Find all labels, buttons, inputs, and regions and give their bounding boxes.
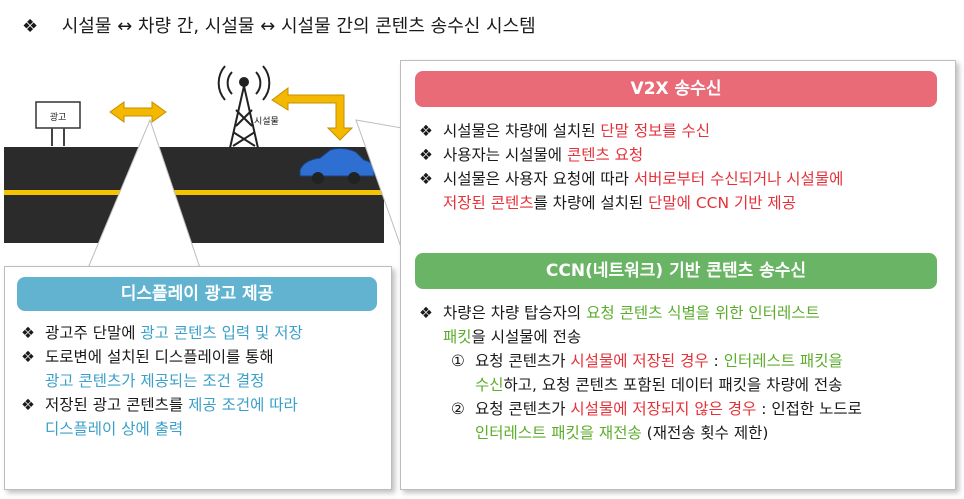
item-text: 시설물에 저장되지 않은 경우 [570, 400, 757, 418]
item-text: 제공 조건에 따라 [188, 396, 298, 414]
item-text: 을 시설물에 전송 [471, 328, 582, 346]
page-title: ❖ 시설물 ↔ 차량 간, 시설물 ↔ 시설물 간의 콘텐츠 송수신 시스템 [22, 12, 536, 38]
display-list: ❖ 광고주 단말에 광고 콘텐츠 입력 및 저장 ❖ 도로변에 설치된 디스플레이를 … [21, 321, 303, 441]
item-text: 요청 콘텐츠가 [475, 352, 571, 370]
item-text: 콘텐츠 요청 [566, 146, 644, 164]
title-bullet: ❖ [22, 16, 39, 37]
road-center-line [4, 190, 384, 195]
item-text: 시설물은 차량에 설치된 [443, 122, 601, 140]
item-text: : 인접한 노드로 [756, 400, 862, 418]
item-text: 차량은 차량 탑승자의 [443, 304, 587, 322]
list-item: 패킷을 시설물에 전송 [419, 325, 862, 349]
list-item: ❖ 사용자는 시설물에 콘텐츠 요청 [419, 143, 843, 167]
ccn-header-text: CCN(네트워크) 기반 콘텐츠 송수신 [545, 261, 807, 281]
item-text: 인터레스트 패킷을 재전송 [475, 424, 642, 442]
sign-label: 광고 [49, 113, 67, 123]
item-text: 서버로부터 수신되거나 시설물에 [633, 170, 844, 188]
item-text: 단말 정보를 수신 [600, 122, 711, 140]
tower-label: 시설물 [254, 117, 279, 127]
display-panel: 디스플레이 광고 제공 ❖ 광고주 단말에 광고 콘텐츠 입력 및 저장 ❖ 도로변에… [4, 266, 392, 490]
list-item: 수신하고, 요청 콘텐츠 포함된 데이터 패킷을 차량에 전송 [419, 373, 862, 397]
ccn-header: CCN(네트워크) 기반 콘텐츠 송수신 [415, 253, 937, 289]
item-text: (재전송 횟수 제한) [641, 424, 769, 442]
bullet-icon: ❖ [21, 324, 35, 342]
list-item: ❖ 저장된 광고 콘텐츠를 제공 조건에 따라 [21, 393, 303, 417]
list-item: ❖ 광고주 단말에 광고 콘텐츠 입력 및 저장 [21, 321, 303, 345]
item-text: 패킷 [443, 328, 472, 346]
scene-illustration [35, 65, 375, 184]
bullet-icon: ❖ [21, 348, 35, 366]
list-item: 광고 콘텐츠가 제공되는 조건 결정 [21, 369, 303, 393]
list-item: ① 요청 콘텐츠가 시설물에 저장된 경우 : 인터레스트 패킷을 [419, 349, 862, 373]
double-arrow-icon [109, 101, 167, 123]
bullet-icon: ❖ [419, 170, 433, 188]
item-text: 저장된 광고 콘텐츠를 [45, 396, 189, 414]
number-one-icon: ① [451, 352, 465, 370]
item-text: 수신 [475, 376, 504, 394]
bullet-icon: ❖ [419, 146, 433, 164]
item-text: 를 차량에 설치된 [533, 194, 649, 212]
list-item: 저장된 콘텐츠를 차량에 설치된 단말에 CCN 기반 제공 [419, 191, 843, 215]
list-item: ❖ 시설물은 사용자 요청에 따라 서버로부터 수신되거나 시설물에 [419, 167, 843, 191]
item-text: 요청 콘텐츠가 [475, 400, 571, 418]
v2x-header: V2X 송수신 [415, 71, 937, 107]
item-text: : [708, 352, 724, 370]
list-item: 디스플레이 상에 출력 [21, 417, 303, 441]
list-item: ② 요청 콘텐츠가 시설물에 저장되지 않은 경우 : 인접한 노드로 [419, 397, 862, 421]
item-text: 단말에 CCN 기반 제공 [648, 194, 796, 212]
v2x-list: ❖ 시설물은 차량에 설치된 단말 정보를 수신 ❖ 사용자는 시설물에 콘텐츠 요청… [419, 119, 843, 215]
item-text: 시설물에 저장된 경우 [570, 352, 709, 370]
item-text: 인터레스트 패킷을 [723, 352, 843, 370]
number-two-icon: ② [451, 400, 465, 418]
bullet-icon: ❖ [419, 304, 433, 322]
item-text: 광고 콘텐츠 입력 및 저장 [140, 324, 303, 342]
tower-icon [217, 65, 271, 149]
title-text: 시설물 ↔ 차량 간, 시설물 ↔ 시설물 간의 콘텐츠 송수신 시스템 [61, 16, 536, 37]
list-item: ❖ 도로변에 설치된 디스플레이를 통해 [21, 345, 303, 369]
item-text: 도로변에 설치된 디스플레이를 통해 [45, 348, 274, 366]
display-header-text: 디스플레이 광고 제공 [120, 284, 274, 304]
list-item: 인터레스트 패킷을 재전송 (재전송 횟수 제한) [419, 421, 862, 445]
item-text: 요청 콘텐츠 식별을 위한 인터레스트 [586, 304, 820, 322]
billboard-icon [35, 101, 81, 146]
item-text: 사용자는 시설물에 [443, 146, 567, 164]
elbow-arrow-icon [271, 87, 354, 141]
bullet-icon: ❖ [21, 396, 35, 414]
item-text: 저장된 콘텐츠 [443, 194, 534, 212]
display-header: 디스플레이 광고 제공 [17, 277, 377, 311]
item-text: 시설물은 사용자 요청에 따라 [443, 170, 634, 188]
item-text: 하고, 요청 콘텐츠 포함된 데이터 패킷을 차량에 전송 [503, 376, 843, 394]
bullet-icon: ❖ [419, 122, 433, 140]
item-text: 광고 콘텐츠가 제공되는 조건 결정 [45, 372, 265, 390]
right-panel: V2X 송수신 ❖ 시설물은 차량에 설치된 단말 정보를 수신 ❖ 사용자는 시설물… [400, 60, 956, 490]
v2x-header-text: V2X 송수신 [630, 79, 722, 99]
list-item: ❖ 시설물은 차량에 설치된 단말 정보를 수신 [419, 119, 843, 143]
list-item: ❖ 차량은 차량 탑승자의 요청 콘텐츠 식별을 위한 인터레스트 [419, 301, 862, 325]
item-text: 디스플레이 상에 출력 [45, 420, 184, 438]
item-text: 광고주 단말에 [45, 324, 141, 342]
